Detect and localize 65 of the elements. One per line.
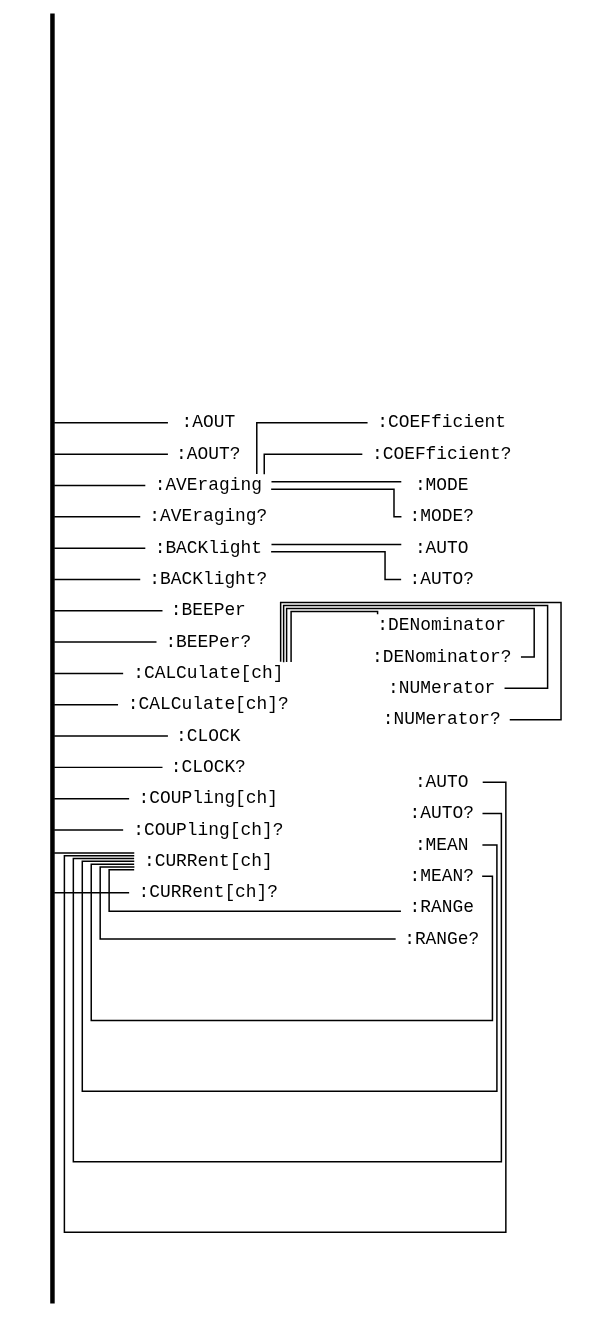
node-text: :CURRent[ch] [143,850,273,871]
node-text: :COUPling[ch] [138,788,279,809]
node-bar [50,13,55,1304]
connector [290,610,379,663]
connector [72,812,503,1163]
connector [270,543,403,546]
connector [99,866,397,940]
node-text: :AUTO? [409,569,474,590]
node-text: :DENominator [377,615,507,636]
node-text: :AUTO? [409,803,474,824]
node-text: :MODE? [409,506,474,527]
connector [270,481,403,483]
connector [53,829,124,831]
connector [108,868,402,913]
node-text: :DENominator? [371,646,512,667]
node-text: :CALCulate[ch] [133,663,284,684]
connector [53,672,124,675]
connector [53,704,119,706]
node-text: :MEAN? [409,865,474,886]
connector [53,453,169,455]
connector [53,852,135,854]
node-text: :COEFficient? [371,443,512,464]
connector [53,484,147,487]
connector [53,797,130,800]
node-text: :MEAN [414,834,469,855]
node-text: :AVEraging [154,475,262,496]
connector [81,844,498,1092]
connector [53,516,141,518]
node-text: :AVEraging? [149,506,268,527]
node-text: :CURRent[ch]? [138,882,279,903]
connector [285,607,535,663]
node-text: :RANGe [409,897,474,918]
connector [53,547,147,549]
node-text: :NUMerator [388,677,496,698]
node-text: :AUTO [414,537,469,558]
connector [53,891,130,894]
node-text: :CALCulate[ch]? [127,694,289,715]
node-text: :BACKlight? [149,569,268,590]
node-text: :AOUT [181,412,236,433]
connector [53,766,164,769]
node-text: :NUMerator? [382,709,501,730]
node-text: :AOUT? [176,443,241,464]
node-text: :BEEPer [170,600,246,621]
connector [53,735,169,737]
connector [53,578,141,581]
connector [282,604,549,690]
node-text: :COEFficient [377,412,507,433]
connector [90,863,494,1022]
node-text: :RANGe? [404,928,480,949]
node-text: :COUPling[ch]? [133,819,284,840]
node-text: :CLOCK [176,725,241,746]
connector [270,551,402,581]
node-text: :BEEPer? [165,631,252,652]
node-text: :CLOCK? [170,757,246,777]
connector [53,641,158,643]
connector [279,601,562,721]
connector [270,488,403,518]
connector [256,422,369,475]
node-text: :MODE [414,475,469,496]
node-text: :BACKlight [154,537,262,558]
connector [263,453,364,475]
connector [53,610,164,612]
connector [63,781,507,1233]
node-text: :AUTO [414,771,469,792]
connector [53,422,169,424]
